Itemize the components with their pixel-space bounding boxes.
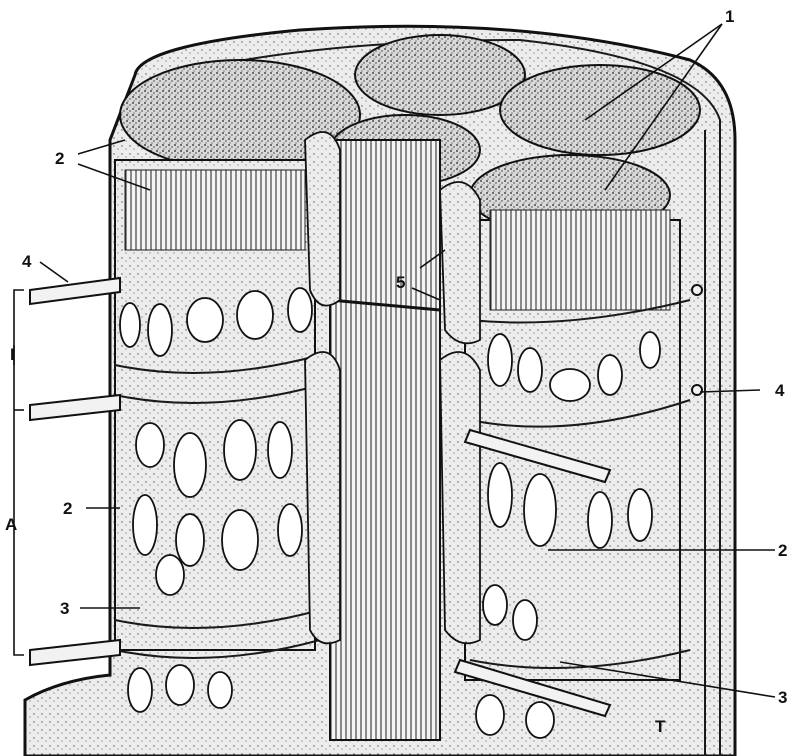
t-tubules	[29, 276, 703, 718]
central-myofibril	[329, 139, 441, 741]
label-3-left: 3	[60, 599, 69, 618]
label-2-top: 2	[55, 149, 64, 168]
label-2-left: 2	[63, 499, 72, 518]
terminal-cisternae	[304, 131, 481, 645]
label-3-right: 3	[778, 688, 787, 707]
right-myofibril	[464, 209, 691, 739]
left-myofibril	[114, 159, 321, 713]
label-i-band: I	[10, 345, 15, 364]
label-a-band: A	[5, 515, 17, 534]
label-4-right: 4	[775, 381, 785, 400]
label-1: 1	[725, 7, 734, 26]
label-t-tubule: T	[655, 717, 666, 736]
label-2-right: 2	[778, 541, 787, 560]
label-5: 5	[396, 273, 405, 292]
label-4-left: 4	[22, 252, 32, 271]
labels: 1 2 4 5 I 4 2 A 2 3 3 T	[5, 7, 787, 736]
leader-lines	[13, 23, 776, 698]
